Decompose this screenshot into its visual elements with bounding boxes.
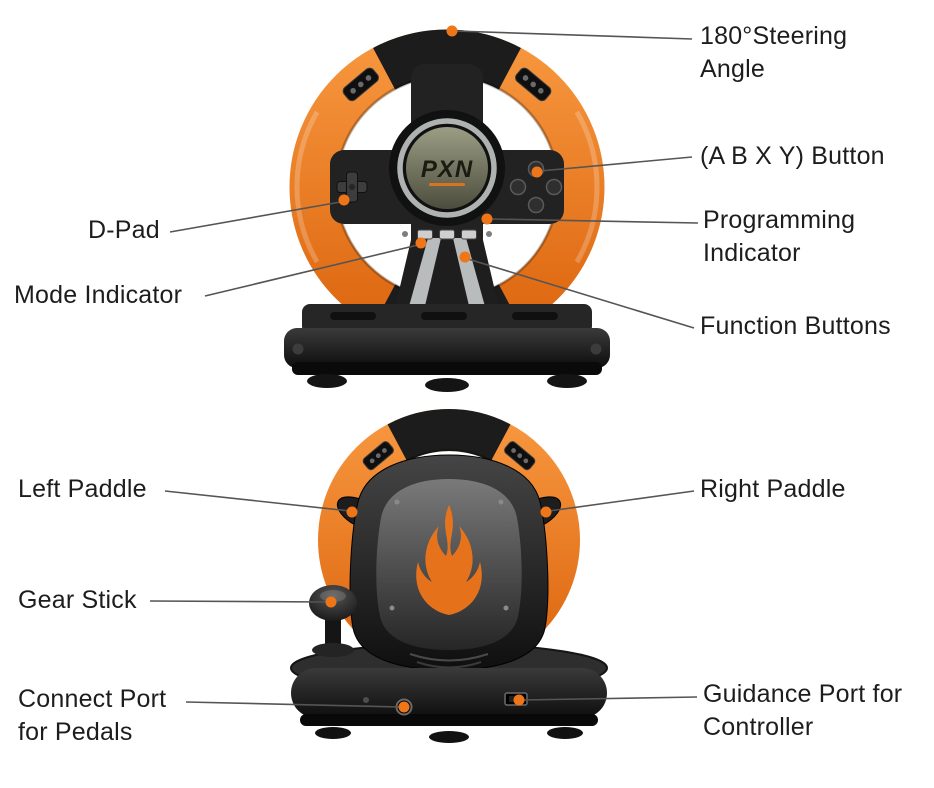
front-view-illustration: PXN bbox=[284, 29, 610, 392]
leader-line-abxy-button bbox=[539, 156, 693, 172]
brand-logo: PXN bbox=[421, 156, 473, 183]
grip-button-panel-left bbox=[342, 67, 379, 102]
label-gear-stick: Gear Stick bbox=[18, 586, 137, 614]
front-rim-top-grip bbox=[373, 29, 521, 90]
back-view-illustration bbox=[290, 409, 608, 743]
center-hub-disc: PXN bbox=[389, 110, 505, 226]
grip-button-panel-right bbox=[515, 67, 552, 102]
leader-line-connect-port bbox=[185, 701, 402, 708]
back-grip-panel-left bbox=[362, 441, 394, 471]
hub-strut-left bbox=[408, 238, 441, 310]
label-steering-angle: 180°Steering Angle bbox=[700, 22, 848, 83]
callout-dots bbox=[325, 25, 552, 713]
leader-line-gear-stick bbox=[149, 600, 330, 603]
base-screw bbox=[363, 697, 369, 703]
abxy-buttons bbox=[509, 160, 563, 214]
leader-line-function-buttons bbox=[467, 258, 695, 329]
callout-dot-d-pad bbox=[338, 194, 350, 206]
panel-screw bbox=[503, 605, 509, 611]
callout-dot-right-paddle bbox=[540, 506, 552, 518]
label-abxy-button: (A B X Y) Button bbox=[700, 142, 885, 170]
leader-line-steering-angle bbox=[454, 30, 693, 40]
flame-emblem bbox=[416, 505, 482, 615]
label-connect-port: Connect Port for Pedals bbox=[18, 685, 167, 746]
callout-dot-guidance-port bbox=[513, 694, 525, 706]
programming-indicator-led bbox=[486, 231, 492, 237]
label-mode-indicator: Mode Indicator bbox=[14, 281, 183, 309]
d-pad bbox=[336, 171, 368, 203]
leader-line-programming-indicator bbox=[489, 218, 699, 224]
front-rim-highlight-left bbox=[294, 110, 320, 264]
callout-dot-connect-port bbox=[398, 701, 410, 713]
back-rim-top-grip bbox=[387, 409, 511, 462]
callout-dot-steering-angle bbox=[446, 25, 458, 37]
label-right-paddle: Right Paddle bbox=[700, 475, 846, 503]
leader-line-right-paddle bbox=[548, 490, 695, 512]
callout-dot-mode-indicator bbox=[415, 237, 427, 249]
leader-line-left-paddle bbox=[164, 490, 351, 512]
function-buttons bbox=[417, 229, 477, 240]
label-function-buttons: Function Buttons bbox=[700, 312, 891, 340]
leader-lines bbox=[149, 30, 699, 708]
panel-screw bbox=[389, 605, 395, 611]
callout-dot-gear-stick bbox=[325, 596, 337, 608]
leader-line-d-pad bbox=[169, 200, 347, 233]
back-grip-panel-right bbox=[504, 441, 536, 471]
label-left-paddle: Left Paddle bbox=[18, 475, 147, 503]
label-d-pad: D-Pad bbox=[88, 216, 160, 244]
callout-dot-function-buttons bbox=[459, 251, 471, 263]
mode-indicator-led bbox=[402, 231, 408, 237]
front-rim-highlight-right bbox=[574, 110, 600, 264]
callout-dot-abxy-button bbox=[531, 166, 543, 178]
leader-line-mode-indicator bbox=[204, 243, 423, 297]
panel-screw bbox=[498, 499, 504, 505]
label-guidance-port: Guidance Port for Controller bbox=[703, 680, 903, 741]
front-base bbox=[284, 304, 610, 392]
housing-rib-2 bbox=[416, 661, 482, 669]
leader-line-guidance-port bbox=[521, 696, 698, 701]
callout-dot-left-paddle bbox=[346, 506, 358, 518]
hub-lower-column bbox=[394, 240, 500, 312]
callout-dot-programming-indicator bbox=[481, 213, 493, 225]
panel-screw bbox=[394, 499, 400, 505]
housing-rib-1 bbox=[409, 653, 489, 662]
label-programming-indicator: Programming Indicator bbox=[703, 206, 856, 267]
